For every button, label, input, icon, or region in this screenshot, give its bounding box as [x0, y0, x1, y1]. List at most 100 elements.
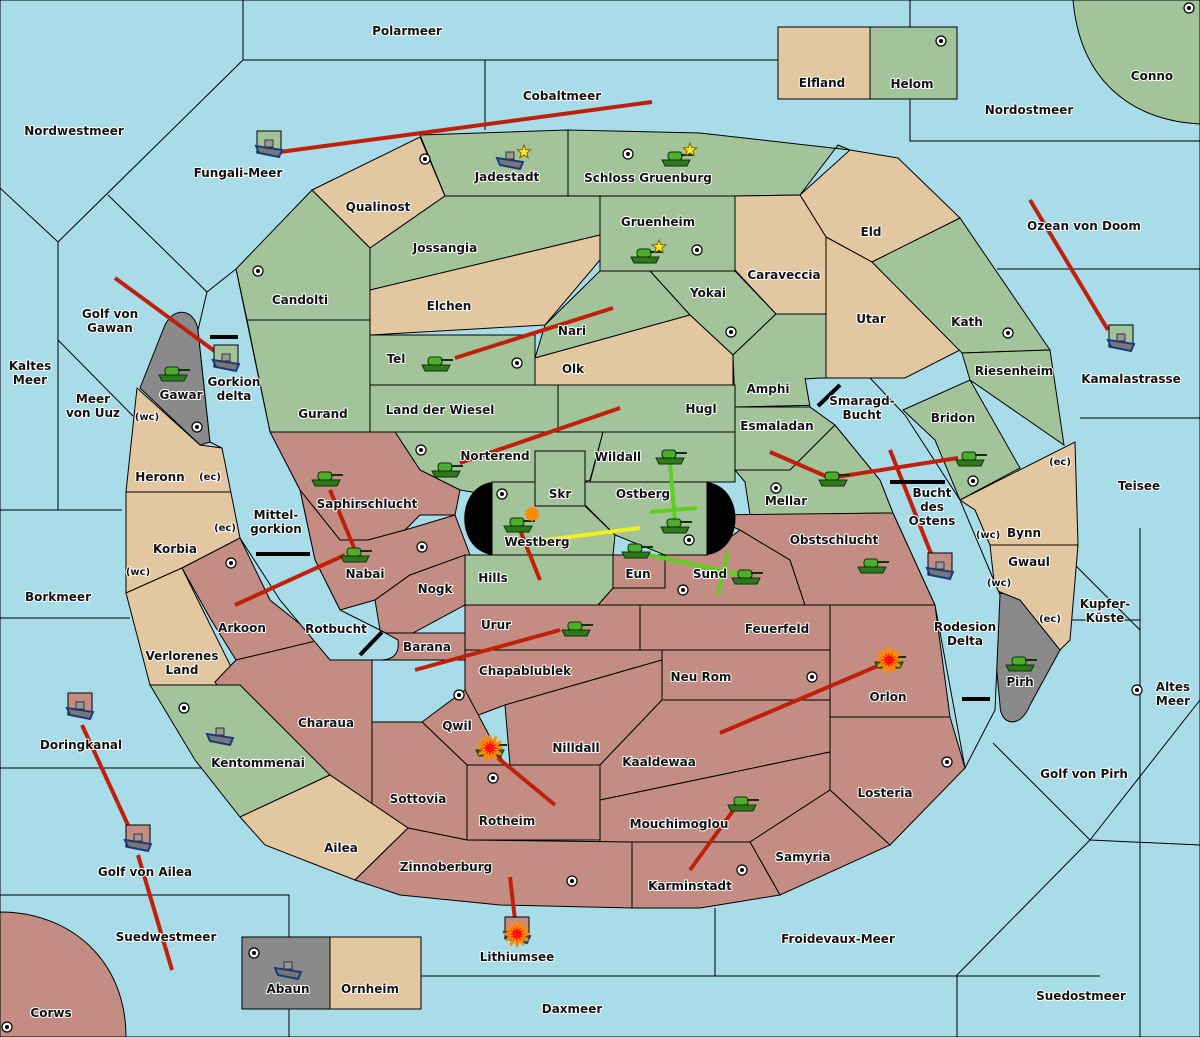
units — [65, 130, 1136, 981]
army-unit-destroyed[interactable] — [475, 734, 507, 762]
tank-icon — [421, 364, 451, 372]
army-unit[interactable] — [431, 462, 463, 478]
label-eun: Eun — [625, 567, 650, 581]
army-unit[interactable] — [660, 518, 692, 534]
label-ostberg: Ostberg — [616, 487, 670, 501]
label-gruenheim: Gruenheim — [621, 215, 695, 229]
ship-icon — [1106, 338, 1136, 353]
fleet-unit[interactable] — [1106, 324, 1136, 353]
army-unit[interactable] — [621, 543, 653, 559]
fleet-unit[interactable] — [65, 692, 95, 721]
supply-center-icon — [941, 756, 953, 768]
ship-icon — [65, 706, 95, 721]
tank-icon — [509, 517, 525, 527]
coast-label: (ec) — [1049, 457, 1071, 468]
label-saphirschlucht: Saphirschlucht — [317, 497, 418, 511]
supply-center-icon — [935, 35, 947, 47]
label-nordwestmeer: Nordwestmeer — [24, 124, 124, 138]
explosion-icon — [524, 506, 540, 522]
label-skr: Skr — [549, 487, 572, 501]
army-unit[interactable] — [158, 366, 190, 382]
explosion-icon — [476, 734, 504, 762]
tank-icon — [727, 804, 757, 812]
star-icon — [515, 143, 533, 159]
supply-center-icon — [419, 153, 431, 165]
territory-ornheim — [329, 936, 422, 1010]
fleet-unit-destroyed[interactable] — [502, 916, 532, 948]
label-kamalastrasse: Kamalastrasse — [1081, 372, 1181, 386]
star-icon — [681, 141, 699, 157]
army-unit[interactable] — [661, 141, 699, 167]
label-ornheim: Ornheim — [341, 982, 399, 996]
army-unit[interactable] — [561, 621, 593, 637]
army-unit[interactable] — [655, 449, 687, 465]
label-bridon: Bridon — [931, 411, 976, 425]
label-gwaul: Gwaul — [1008, 555, 1050, 569]
label-nogk: Nogk — [418, 582, 454, 596]
tank-icon — [661, 449, 677, 459]
label-yokai: Yokai — [689, 286, 726, 300]
supply-center-icon — [1131, 684, 1143, 696]
label-kaaldewaa: Kaaldewaa — [622, 755, 696, 769]
supply-center-icon — [736, 864, 748, 876]
supply-center-icon — [677, 584, 689, 596]
tank-icon — [863, 558, 879, 568]
label-korbia: Korbia — [153, 542, 197, 556]
tank-icon — [666, 518, 682, 528]
supply-center-icon — [453, 689, 465, 701]
explosion-icon — [875, 646, 903, 674]
label-nabai: Nabai — [346, 567, 385, 581]
label-kentommenai: Kentommenai — [211, 756, 305, 770]
tank-icon — [431, 470, 461, 478]
label-samyria: Samyria — [775, 850, 830, 864]
territory-karminstadt — [631, 841, 781, 909]
fleet-unit[interactable] — [123, 824, 153, 853]
supply-center-icon — [496, 488, 508, 500]
army-unit[interactable] — [630, 238, 668, 264]
army-unit[interactable] — [731, 569, 763, 585]
territory-nari — [534, 270, 691, 359]
tank-icon — [437, 462, 453, 472]
army-unit[interactable] — [857, 558, 889, 574]
label-nilldall: Nilldall — [552, 741, 599, 755]
army-unit[interactable] — [818, 471, 850, 487]
army-unit[interactable] — [421, 356, 453, 372]
supply-center-icon — [806, 671, 818, 683]
fleet-unit[interactable] — [273, 961, 303, 981]
label-golf-von-ailea: Golf von Ailea — [98, 865, 192, 879]
tank-icon — [311, 479, 341, 487]
tank-icon — [733, 796, 749, 806]
fleet-unit[interactable] — [205, 727, 235, 747]
fleet-unit[interactable] — [254, 130, 284, 159]
army-unit[interactable] — [727, 796, 759, 812]
territory-elfland — [777, 26, 871, 100]
label-qualinost: Qualinost — [346, 200, 411, 214]
tank-icon — [961, 451, 977, 461]
supply-center-icon — [691, 244, 703, 256]
army-unit[interactable] — [503, 506, 540, 533]
label-caraveccia: Caraveccia — [747, 268, 820, 282]
fleet-unit[interactable] — [495, 143, 533, 171]
label-chapablublek: Chapablublek — [479, 664, 572, 678]
fleet-unit[interactable] — [211, 344, 241, 373]
coast-label: (wc) — [987, 578, 1011, 589]
tank-icon — [660, 526, 690, 534]
label-neu-rom: Neu Rom — [671, 670, 732, 684]
label-feuerfeld: Feuerfeld — [745, 622, 810, 636]
ship-icon — [215, 727, 225, 736]
fleet-unit[interactable] — [925, 552, 955, 581]
supply-center-icon — [622, 148, 634, 160]
coast-label: (wc) — [126, 567, 150, 578]
army-unit[interactable] — [311, 471, 343, 487]
label-cobaltmeer: Cobaltmeer — [523, 89, 601, 103]
territory-rotheim — [466, 764, 601, 841]
army-unit[interactable] — [1005, 656, 1037, 672]
army-unit[interactable] — [955, 451, 987, 467]
coast-label: (ec) — [199, 472, 221, 483]
army-unit[interactable] — [340, 547, 372, 563]
connection-arrows — [210, 335, 990, 701]
army-unit-destroyed[interactable] — [874, 646, 906, 674]
